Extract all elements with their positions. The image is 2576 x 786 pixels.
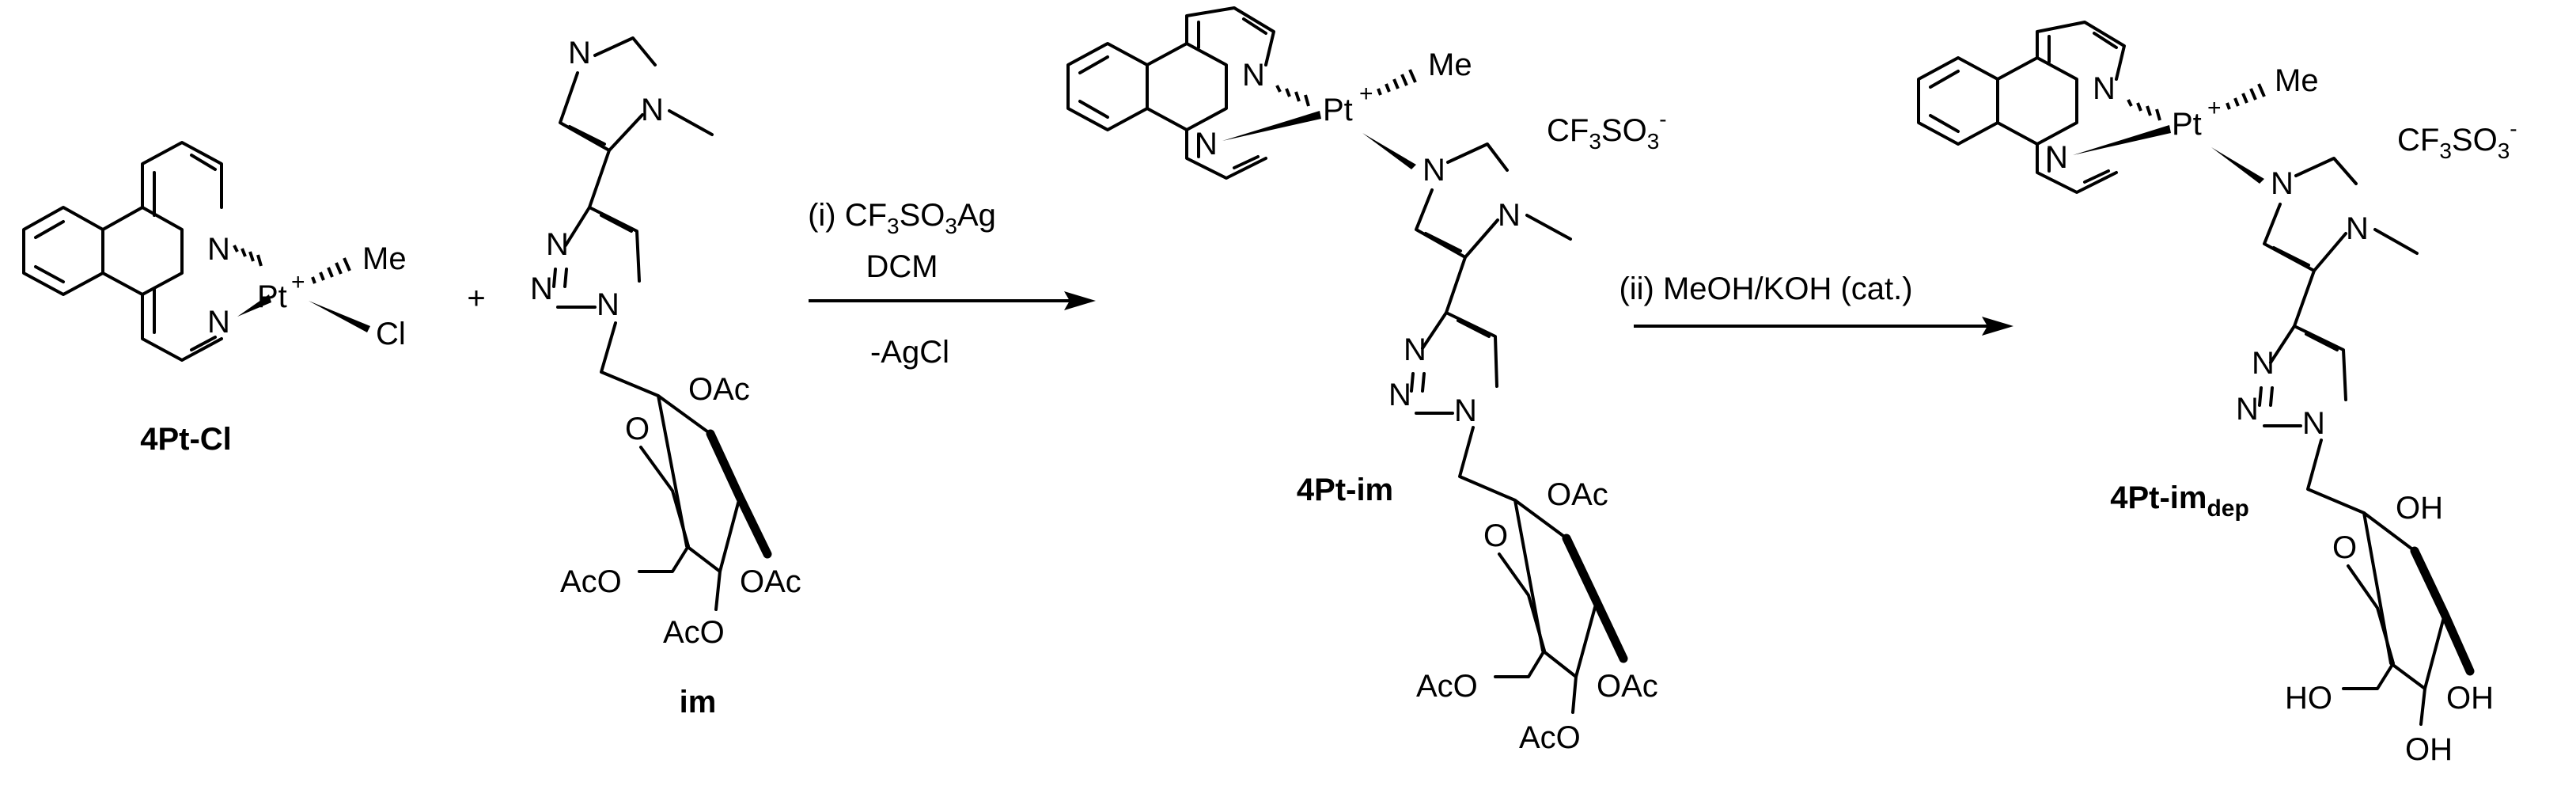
n-atom-label: N <box>207 305 230 340</box>
n-atom-label: N <box>1422 153 1445 188</box>
n-atom-label: N <box>2302 406 2325 441</box>
n-atom-label: N <box>2271 166 2294 201</box>
compound-label-4pt-im: 4Pt-im <box>1297 473 1393 507</box>
aco-label: AcO <box>663 615 725 650</box>
oh-label: OH <box>2396 491 2443 526</box>
n-atom-label: N <box>2045 140 2068 175</box>
reagent-line-3: -AgCl <box>870 335 949 370</box>
n-atom-label: N <box>1498 198 1521 233</box>
ho-label: HO <box>2285 681 2332 716</box>
compound-label-im: im <box>680 685 717 720</box>
n-atom-label: N <box>1404 332 1426 367</box>
o-atom-label: O <box>2332 530 2357 565</box>
n-atom-label: N <box>597 287 619 322</box>
compound-4pt-im-structure: N N Pt + Me N N N N N OAc O AcO OAc AcO <box>1066 6 1658 755</box>
aco-label: AcO <box>1519 720 1581 755</box>
oac-label: OAc <box>1547 477 1608 512</box>
n-atom-label: N <box>1388 378 1411 412</box>
oh-label: OH <box>2446 681 2494 716</box>
arrowhead <box>1064 291 1096 310</box>
n-atom-label: N <box>568 36 591 70</box>
n-atom-label: N <box>1242 58 1265 93</box>
cl-label: Cl <box>376 317 406 351</box>
compound-label-4pt-cl: 4Pt-Cl <box>140 422 232 457</box>
compound-im-structure: N N N N N OAc O AcO OAc AcO <box>530 36 801 650</box>
n-atom-label: N <box>2236 392 2259 427</box>
n-atom-label: N <box>641 93 664 127</box>
n-atom-label: N <box>2346 211 2369 246</box>
pt-atom-label: Pt <box>1323 93 1353 127</box>
me-label: Me <box>362 241 407 276</box>
pt-atom-label: Pt <box>257 279 287 314</box>
reaction-arrow-2: (ii) MeOH/KOH (cat.) <box>1619 271 2013 336</box>
n-atom-label: N <box>1454 393 1477 428</box>
charge-plus: + <box>291 269 305 295</box>
pt-atom-label: Pt <box>2172 107 2202 142</box>
n-atom-label: N <box>2093 71 2116 106</box>
oac-label: OAc <box>740 564 801 599</box>
o-atom-label: O <box>1483 518 1508 553</box>
plus-sign: + <box>467 281 485 316</box>
counterion-1: CF3SO3- <box>1547 107 1667 154</box>
charge-plus: + <box>1359 81 1373 107</box>
reagent-line-1: (i) CF3SO3Ag <box>808 198 996 238</box>
compound-label-4pt-im-dep: 4Pt-imdep <box>2110 480 2249 522</box>
oac-label: OAc <box>1597 669 1658 704</box>
o-atom-label: O <box>625 412 650 446</box>
compound-4pt-im-dep-structure: N N Pt + Me N N N N N OH O HO OH OH <box>1917 21 2494 767</box>
aco-label: AcO <box>1416 669 1478 704</box>
reagent-label-2: (ii) MeOH/KOH (cat.) <box>1619 271 1912 306</box>
n-atom-label: N <box>530 271 553 306</box>
me-label: Me <box>1428 47 1472 82</box>
me-label: Me <box>2275 63 2319 98</box>
n-atom-label: N <box>207 232 230 267</box>
reagent-line-2: DCM <box>866 249 938 284</box>
oh-label: OH <box>2405 732 2453 767</box>
aco-label: AcO <box>560 564 622 599</box>
oac-label: OAc <box>688 372 750 407</box>
reaction-arrow-1: (i) CF3SO3Ag DCM -AgCl <box>808 198 1096 370</box>
n-atom-label: N <box>546 227 569 262</box>
n-atom-label: N <box>1195 127 1218 161</box>
counterion-2: CF3SO3- <box>2397 116 2517 163</box>
n-atom-label: N <box>2252 346 2275 381</box>
compound-4pt-cl-structure: N N Pt + Me Cl <box>22 141 407 362</box>
arrowhead <box>1982 317 2013 336</box>
charge-plus: + <box>2207 95 2222 121</box>
